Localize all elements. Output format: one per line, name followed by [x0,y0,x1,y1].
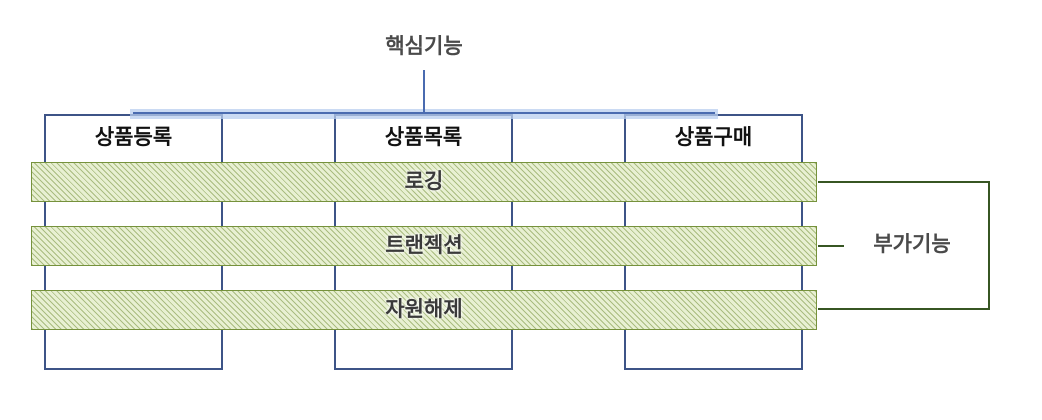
column-label: 상품구매 [674,125,753,149]
additional-features-label: 부가기능 [873,232,951,256]
core-bracket [133,70,715,114]
core-features-label: 핵심기능 [385,34,463,58]
band-logging: 로깅 [31,162,817,202]
column-label: 상품등록 [94,125,173,149]
band-label: 트랜젝션 [385,233,463,257]
band-label: 자원해제 [385,297,463,321]
band-resource-release: 자원해제 [31,290,817,330]
column-label: 상품목록 [384,125,463,149]
side-bracket [818,181,990,310]
band-label: 로깅 [404,169,444,193]
band-transaction: 트랜젝션 [31,226,817,266]
